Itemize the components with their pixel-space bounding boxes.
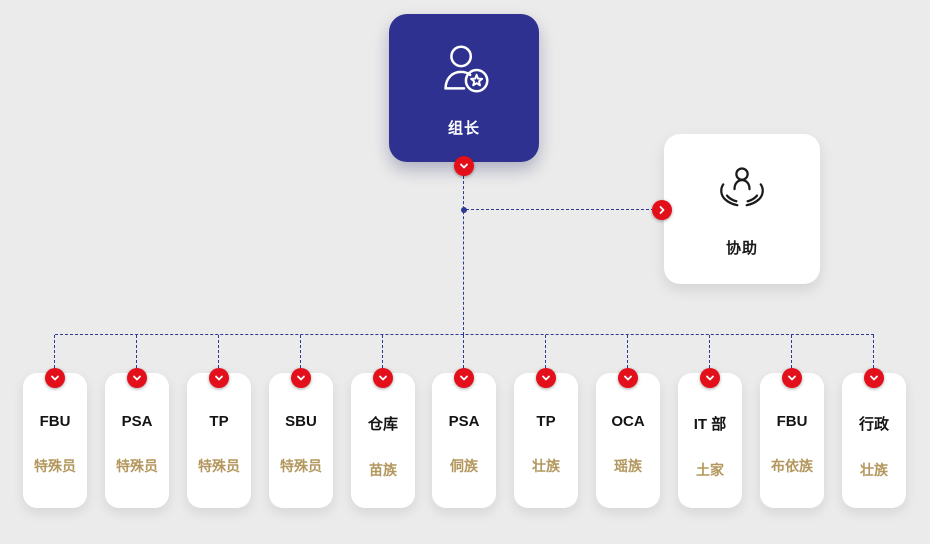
member-collapse-badge[interactable] [454,368,474,388]
chevron-down-icon [542,375,550,381]
assist-node[interactable]: 协助 [664,134,820,284]
chevron-right-icon [659,206,665,214]
member-collapse-badge[interactable] [782,368,802,388]
member-ethnic-label: 特殊员 [34,458,76,474]
chevron-down-icon [297,375,305,381]
member-collapse-badge[interactable] [291,368,311,388]
member-dept-label: PSA [448,413,480,430]
member-dept-label: FBU [39,413,71,430]
connector-root-vertical [463,176,464,335]
member-dept-label: TP [536,413,556,430]
member-ethnic-label: 布依族 [771,458,813,474]
connector-member-drop [545,335,546,368]
member-ethnic-label: 苗族 [369,462,397,478]
member-ethnic-label: 壮族 [532,458,560,474]
chevron-down-icon [706,375,714,381]
member-dept-label: IT 部 [693,416,727,433]
leader-node[interactable]: 组长 [389,14,539,162]
member-node[interactable]: 仓库 苗族 [351,373,415,508]
connector-member-drop [136,335,137,368]
member-dept-label: FBU [776,413,808,430]
member-collapse-badge[interactable] [127,368,147,388]
connector-assist-horizontal [466,209,654,210]
member-ethnic-label: 特殊员 [198,458,240,474]
member-ethnic-label: 侗族 [450,458,478,474]
chevron-down-icon [379,375,387,381]
connector-member-drop [791,335,792,368]
member-ethnic-label: 土家 [696,462,724,478]
chevron-down-icon [51,375,59,381]
member-dept-label: PSA [121,413,153,430]
member-dept-label: TP [209,413,229,430]
member-collapse-badge[interactable] [209,368,229,388]
member-node[interactable]: TP 壮族 [514,373,578,508]
chevron-down-icon [624,375,632,381]
connector-main-horizontal [55,334,874,335]
assist-expand-badge[interactable] [652,200,672,220]
connector-member-drop [54,335,55,368]
chevron-down-icon [133,375,141,381]
member-node[interactable]: FBU 布依族 [760,373,824,508]
member-collapse-badge[interactable] [864,368,884,388]
member-collapse-badge[interactable] [373,368,393,388]
chevron-down-icon [460,375,468,381]
member-ethnic-label: 特殊员 [116,458,158,474]
member-ethnic-label: 壮族 [860,462,888,478]
member-dept-label: SBU [285,413,317,430]
member-node[interactable]: 行政 壮族 [842,373,906,508]
connector-member-drop [218,335,219,368]
chevron-down-icon [215,375,223,381]
connector-member-drop [463,335,464,368]
member-node[interactable]: IT 部 土家 [678,373,742,508]
member-dept-label: 仓库 [367,416,398,433]
member-node[interactable]: OCA 瑶族 [596,373,660,508]
member-node[interactable]: TP 特殊员 [187,373,251,508]
helping-hands-icon [712,160,772,225]
member-collapse-badge[interactable] [700,368,720,388]
leader-collapse-badge[interactable] [454,156,474,176]
chevron-down-icon [788,375,796,381]
person-star-icon [433,38,495,105]
chevron-down-icon [460,163,468,169]
member-collapse-badge[interactable] [618,368,638,388]
connector-member-drop [627,335,628,368]
connector-member-drop [873,335,874,368]
member-node[interactable]: SBU 特殊员 [269,373,333,508]
assist-label: 协助 [725,240,758,257]
chevron-down-icon [870,375,878,381]
member-ethnic-label: 瑶族 [614,458,642,474]
member-dept-label: 行政 [858,416,889,433]
member-dept-label: OCA [611,413,645,430]
connector-member-drop [382,335,383,368]
member-ethnic-label: 特殊员 [280,458,322,474]
connector-junction-dot [461,207,467,213]
member-node[interactable]: PSA 特殊员 [105,373,169,508]
member-node[interactable]: FBU 特殊员 [23,373,87,508]
connector-member-drop [300,335,301,368]
connector-member-drop [709,335,710,368]
member-collapse-badge[interactable] [536,368,556,388]
member-collapse-badge[interactable] [45,368,65,388]
member-node[interactable]: PSA 侗族 [432,373,496,508]
leader-label: 组长 [447,120,480,137]
